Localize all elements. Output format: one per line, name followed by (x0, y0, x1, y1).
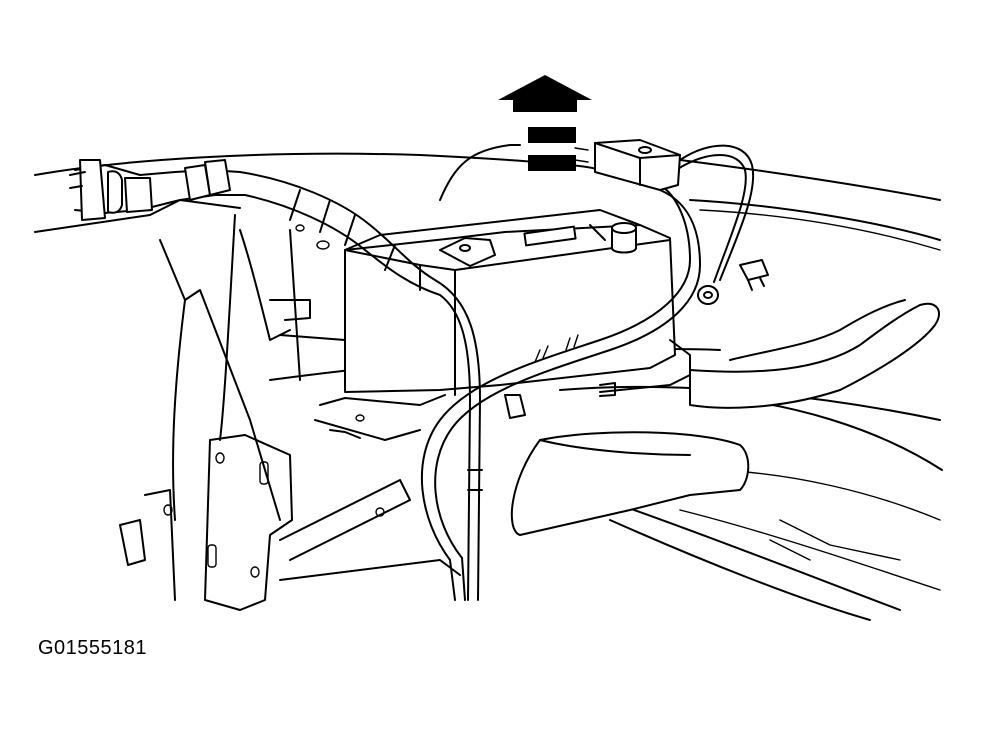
air-intake-duct (689, 299, 940, 409)
left-frame-structure (159, 214, 346, 521)
battery-tray (279, 382, 616, 581)
lower-duct-body (510, 431, 750, 536)
lower-left-bracket (119, 434, 293, 611)
body-panel-lines (34, 144, 943, 621)
up-arrow-icon (498, 75, 592, 171)
panel-holes (295, 224, 330, 250)
figure-id-label: G01555181 (38, 637, 148, 659)
battery (344, 209, 691, 396)
wiring-harness (69, 159, 483, 601)
hold-down-clamp (739, 259, 769, 291)
battery-terminal (574, 139, 681, 191)
battery-cables (420, 144, 755, 601)
